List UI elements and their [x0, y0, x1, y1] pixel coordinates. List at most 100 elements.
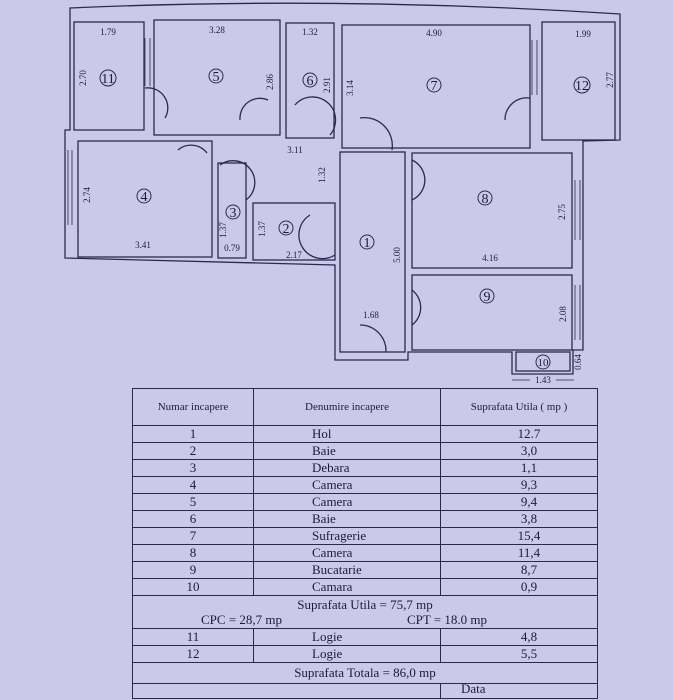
cell-area: 8,7 [440, 561, 598, 579]
svg-text:3.11: 3.11 [287, 145, 302, 155]
cpc: CPC = 28,7 mp [201, 612, 283, 627]
cell-name: Camara [253, 578, 441, 596]
room-8 [411, 152, 573, 269]
room-label-6: 6 [307, 74, 314, 89]
svg-text:3.28: 3.28 [209, 25, 225, 35]
cell-area: 15,4 [440, 527, 598, 545]
cell-name: Baie [253, 442, 441, 460]
room-label-3: 3 [230, 206, 237, 221]
header-num: Numar incapere [132, 388, 254, 426]
cell-area: 3,0 [440, 442, 598, 460]
room-label-8: 8 [482, 192, 489, 207]
floor-plan: 11 5 6 7 12 4 3 2 1 8 9 10 1.79 3.28 1.3… [64, 2, 621, 385]
room-label-10: 10 [538, 357, 550, 369]
cell-name: Camera [253, 493, 441, 511]
cpt: CPT = 18.0 mp [406, 612, 487, 627]
svg-text:2.70: 2.70 [78, 70, 88, 86]
room-12 [541, 21, 616, 141]
cell-area: 9,3 [440, 476, 598, 494]
room-6 [285, 22, 335, 139]
svg-text:1.68: 1.68 [363, 310, 379, 320]
total-row: Suprafata Totala = 86,0 mp [132, 662, 598, 684]
cell-area: 12.7 [440, 425, 598, 443]
cell-name: Camera [253, 544, 441, 562]
room-label-4: 4 [141, 190, 148, 205]
cell-num: 8 [132, 544, 254, 562]
cell-name: Logie [253, 645, 441, 663]
dimension-labels: 1.79 3.28 1.32 4.90 1.99 3.11 3.41 0.79 … [78, 25, 615, 385]
svg-text:3.14: 3.14 [345, 80, 355, 96]
cell-name: Sufragerie [253, 527, 441, 545]
room-label-1: 1 [364, 236, 371, 251]
svg-text:2.08: 2.08 [558, 306, 568, 322]
svg-text:3.41: 3.41 [135, 240, 151, 250]
svg-text:1.99: 1.99 [575, 29, 591, 39]
cell-name: Hol [253, 425, 441, 443]
cell-num: 9 [132, 561, 254, 579]
suprafata-utila: Suprafata Utila = 75,7 mp [297, 597, 433, 612]
cell-num: 11 [132, 628, 254, 646]
cell-num: 7 [132, 527, 254, 545]
header-name: Denumire incapere [253, 388, 441, 426]
room-label-12: 12 [575, 79, 589, 94]
cell-area: 5,5 [440, 645, 598, 663]
room-10 [515, 351, 571, 372]
room-4 [77, 140, 213, 258]
svg-text:1.37: 1.37 [257, 221, 267, 237]
cell-num: 4 [132, 476, 254, 494]
cell-area: 1,1 [440, 459, 598, 477]
svg-text:1.32: 1.32 [302, 27, 318, 37]
room-11 [73, 21, 145, 131]
cell-num: 12 [132, 645, 254, 663]
cell-name: Bucatarie [253, 561, 441, 579]
svg-text:2.75: 2.75 [557, 204, 567, 220]
cell-area: 11,4 [440, 544, 598, 562]
svg-text:1.79: 1.79 [100, 27, 116, 37]
footer-row: Data [132, 682, 598, 699]
cell-num: 1 [132, 425, 254, 443]
cell-area: 0,9 [440, 578, 598, 596]
cell-num: 3 [132, 459, 254, 477]
dimension-r10-width: 1.43 [535, 375, 551, 385]
table-header: Numar incapere Denumire incapere Suprafa… [132, 388, 598, 426]
cell-name: Debara [253, 459, 441, 477]
room-label-9: 9 [484, 290, 491, 305]
cell-num: 2 [132, 442, 254, 460]
svg-text:4.90: 4.90 [426, 28, 442, 38]
cell-name: Logie [253, 628, 441, 646]
footer-date: Data [440, 682, 598, 699]
cell-num: 6 [132, 510, 254, 528]
cell-area: 3,8 [440, 510, 598, 528]
cell-name: Camera [253, 476, 441, 494]
svg-text:0.79: 0.79 [224, 243, 240, 253]
svg-text:5.00: 5.00 [392, 247, 402, 263]
summary-row: Suprafata Utila = 75,7 mp CPC = 28,7 mp C… [132, 595, 598, 629]
room-9 [411, 274, 573, 351]
cell-area: 9,4 [440, 493, 598, 511]
cell-num: 10 [132, 578, 254, 596]
svg-text:11: 11 [101, 72, 114, 87]
svg-text:2.74: 2.74 [82, 187, 92, 203]
svg-text:1.32: 1.32 [317, 167, 327, 183]
svg-text:2.77: 2.77 [605, 72, 615, 88]
suprafata-totala: Suprafata Totala = 86,0 mp [132, 662, 598, 684]
cell-area: 4,8 [440, 628, 598, 646]
room-label-7: 7 [431, 79, 438, 94]
room-5 [153, 19, 281, 136]
svg-text:2.17: 2.17 [286, 250, 302, 260]
svg-text:2.91: 2.91 [322, 77, 332, 93]
cell-num: 5 [132, 493, 254, 511]
svg-text:4.16: 4.16 [482, 253, 498, 263]
header-area: Suprafata Utila ( mp ) [440, 388, 598, 426]
room-1 [339, 151, 406, 353]
